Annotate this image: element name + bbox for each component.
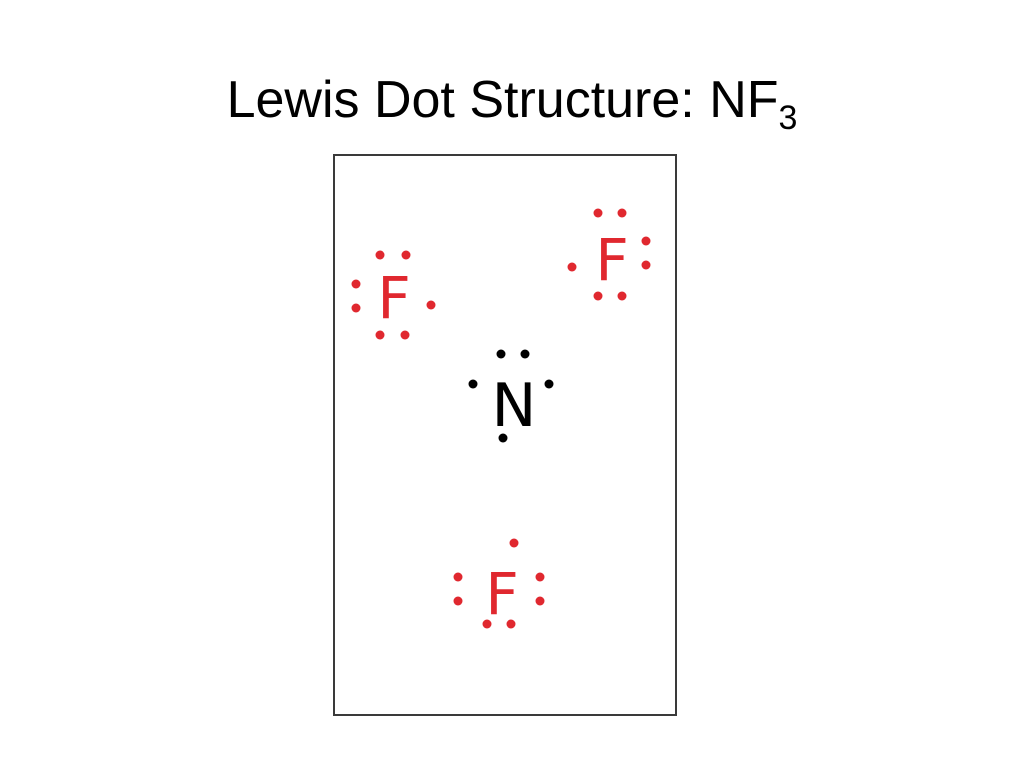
fluorine-atom-left: F (351, 250, 436, 340)
electron-dot (375, 250, 385, 260)
electron-dot (375, 330, 385, 340)
electron-dot (351, 303, 361, 313)
electron-dot (453, 572, 463, 582)
electron-dot (641, 236, 651, 246)
electron-dot (468, 379, 478, 389)
title-text: Lewis Dot Structure: NF (226, 71, 779, 129)
electron-dot (426, 300, 436, 310)
electron-dot (453, 596, 463, 606)
atom-symbol-n: N (492, 371, 537, 441)
electron-dot (498, 433, 508, 443)
nitrogen-atom: N (468, 349, 554, 443)
fluorine-atom-right: F (567, 208, 651, 301)
electron-dots-f-bottom (453, 538, 545, 629)
electron-dot (535, 596, 545, 606)
electron-dot (593, 291, 603, 301)
atom-symbol-f-left: F (377, 264, 410, 332)
electron-dot (544, 379, 554, 389)
electron-dot (593, 208, 603, 218)
slide-title: Lewis Dot Structure: NF3 (0, 64, 1024, 136)
electron-dots-f-left (351, 250, 436, 340)
electron-dot (509, 538, 519, 548)
electron-dot (535, 572, 545, 582)
atom-symbol-f-bottom: F (485, 560, 518, 628)
electron-dot (520, 349, 530, 359)
electron-dot (401, 250, 411, 260)
electron-dot (641, 260, 651, 270)
fluorine-atom-bottom: F (453, 538, 545, 629)
electron-dot (351, 279, 361, 289)
electron-dot (567, 262, 577, 272)
electron-dot (496, 349, 506, 359)
electron-dots-n (468, 349, 554, 443)
electron-dot (506, 619, 516, 629)
title-subscript: 3 (778, 99, 798, 137)
electron-dot (482, 619, 492, 629)
electron-dots-f-right (567, 208, 651, 301)
electron-dot (617, 291, 627, 301)
electron-dot (617, 208, 627, 218)
electron-dot (400, 330, 410, 340)
atom-symbol-f-right: F (595, 226, 628, 294)
